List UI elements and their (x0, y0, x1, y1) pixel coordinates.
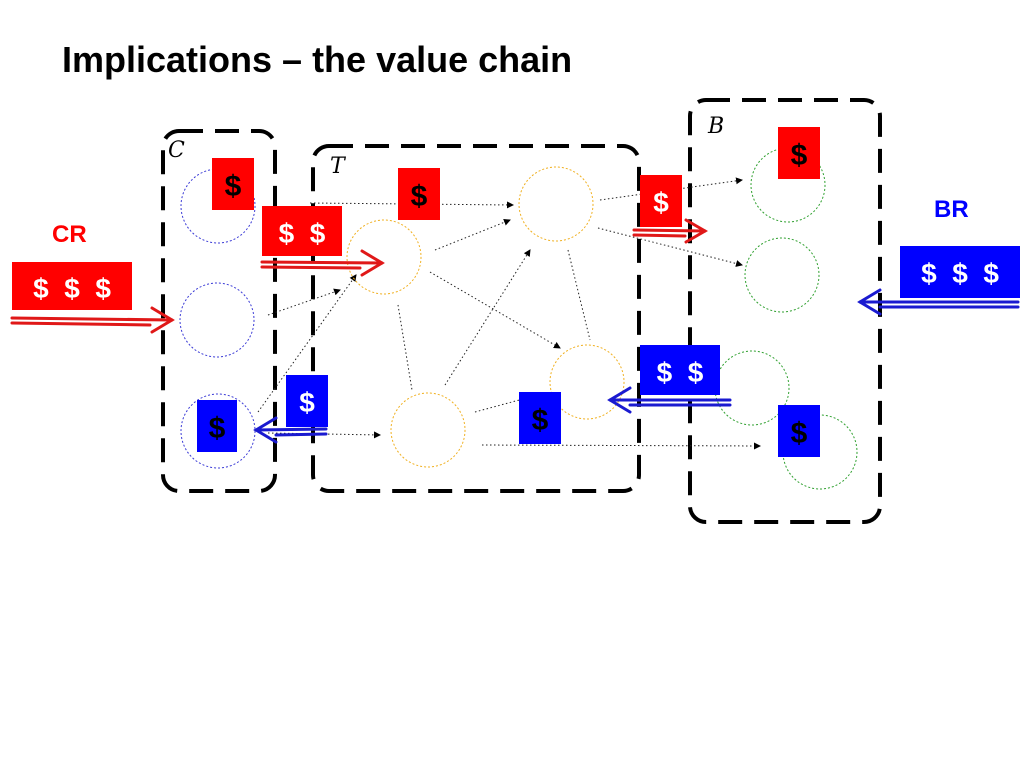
node-b-1 (750, 147, 826, 223)
node-c-2 (179, 282, 255, 358)
group-t-box (311, 144, 641, 493)
svg-text:$ $ $: $ $ $ (33, 273, 111, 304)
red-flow-arrow-t (260, 249, 385, 277)
blue-flow-arrow-c (253, 416, 328, 444)
group-b-label: B (707, 114, 724, 139)
money-tag-b-entry-red: $ (640, 175, 682, 227)
money-tag-cr-stack: $ $ $ (12, 262, 132, 310)
node-c-1 (180, 168, 256, 244)
red-flow-arrow-cr (10, 306, 175, 334)
svg-text:$ $: $ $ (657, 357, 704, 388)
br-label: BR (934, 196, 969, 223)
svg-text:$: $ (791, 139, 808, 172)
money-tag-br-stack: $ $ $ (900, 246, 1020, 298)
svg-text:$: $ (532, 404, 549, 437)
svg-text:$: $ (411, 180, 428, 213)
svg-text:$ $: $ $ (279, 218, 326, 249)
node-t-3 (390, 392, 466, 468)
money-tag-b-entry-blue: $ $ (640, 345, 720, 395)
slide-title: Implications – the value chain (62, 39, 573, 80)
money-tag-t-top: $ (398, 168, 440, 220)
node-t-2 (518, 166, 594, 242)
svg-text:$: $ (225, 170, 242, 203)
money-tag-t-mid: $ (286, 375, 328, 427)
money-tag-t-entry: $ $ (262, 206, 342, 256)
svg-text:$: $ (791, 417, 808, 450)
red-flow-arrow-b (632, 218, 708, 244)
blue-flow-arrow-br (857, 288, 1020, 316)
money-tag-b-bottom: $ (778, 405, 820, 457)
group-c-label: C (168, 138, 185, 163)
node-t-4 (549, 344, 625, 420)
svg-text:$: $ (653, 187, 669, 218)
money-tag-c-top: $ (212, 158, 254, 210)
node-t-1 (346, 219, 422, 295)
svg-text:$: $ (299, 387, 315, 418)
group-c-box (161, 129, 277, 493)
node-b-3 (714, 350, 790, 426)
svg-text:$ $ $: $ $ $ (921, 258, 999, 289)
blue-flow-arrow-b (607, 386, 732, 414)
group-b-box (688, 98, 882, 524)
cr-label: CR (52, 221, 87, 248)
group-t-label: T (330, 154, 347, 179)
node-b-2 (744, 237, 820, 313)
money-tag-c-bottom: $ (197, 400, 237, 452)
svg-text:$: $ (209, 412, 226, 445)
money-tag-b-top: $ (778, 127, 820, 179)
money-tag-t-bottom: $ (519, 392, 561, 444)
